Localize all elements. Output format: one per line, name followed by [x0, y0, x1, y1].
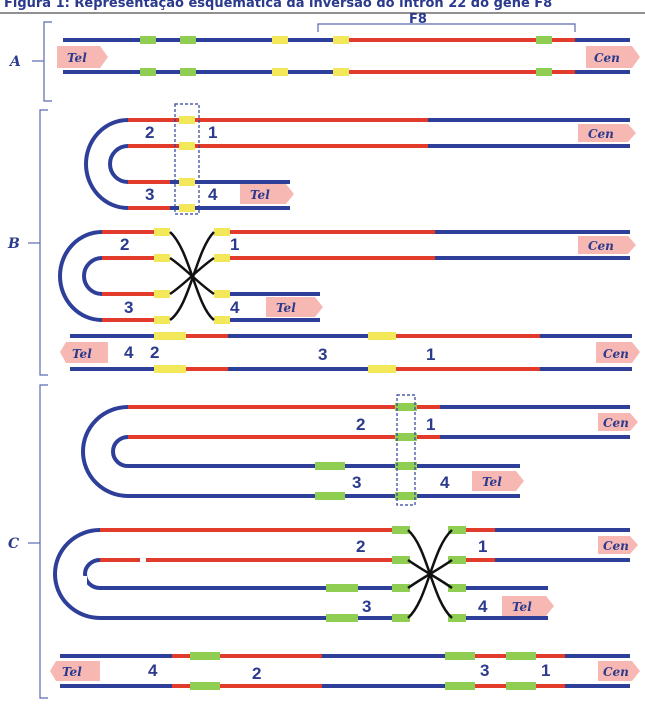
c1-pairing-box	[396, 394, 416, 506]
panel-b-bracket	[39, 109, 48, 376]
c2-centromere-cap	[598, 536, 638, 554]
telomere-cap-a	[57, 46, 108, 68]
b3-telomere-cap	[60, 342, 108, 363]
b1-centromere-cap	[578, 124, 636, 142]
chromosome-a-top	[63, 36, 630, 44]
b2-centromere-label: Cen	[588, 239, 614, 253]
c1-telomere-cap	[472, 471, 524, 491]
centromere-label-a: Cen	[594, 51, 620, 65]
b2-num-3: 3	[124, 298, 133, 317]
c1-folded-chromosome	[81, 403, 630, 500]
chromosome-a-bottom	[63, 68, 630, 76]
b1-pairing-box	[174, 103, 200, 215]
c3-inverted-chromosome	[60, 652, 630, 690]
c3-num-4: 4	[148, 661, 158, 680]
c3-centromere-label: Cen	[603, 665, 629, 679]
b3-num-3: 3	[318, 345, 327, 364]
c3-telomere-label: Tel	[62, 665, 82, 679]
c2-telomere-label: Tel	[512, 600, 532, 614]
f8-label: F8	[409, 12, 427, 27]
b1-num-3: 3	[145, 185, 154, 204]
figure-caption: Figura 1: Representação esquemática da i…	[4, 0, 552, 11]
b1-centromere-label: Cen	[588, 127, 614, 141]
f8-bracket	[317, 23, 576, 32]
b2-telomere-cap	[266, 297, 323, 317]
c1-num-2: 2	[356, 415, 365, 434]
b1-telomere-cap	[240, 184, 294, 204]
c3-num-2: 2	[252, 664, 261, 683]
b2-num-1: 1	[230, 235, 239, 254]
c3-num-1: 1	[541, 661, 550, 680]
c1-num-3: 3	[352, 473, 361, 492]
b1-num-2: 2	[145, 123, 154, 142]
telomere-label-a: Tel	[67, 51, 87, 65]
b2-num-4: 4	[230, 298, 240, 317]
c3-centromere-cap	[598, 661, 640, 681]
c2-num-3: 3	[362, 597, 371, 616]
c2-num-4: 4	[478, 597, 488, 616]
b2-centromere-cap	[578, 236, 636, 254]
b3-num-1: 1	[426, 345, 435, 364]
c2-telomere-cap	[502, 596, 554, 616]
b1-num-1: 1	[208, 123, 217, 142]
c1-centromere-label: Cen	[603, 416, 629, 430]
b1-num-4: 4	[208, 185, 218, 204]
c1-num-1: 1	[426, 415, 435, 434]
b3-num-4: 4	[124, 343, 134, 362]
c2-centromere-label: Cen	[603, 539, 629, 553]
b3-centromere-label: Cen	[603, 347, 629, 361]
c3-telomere-cap	[50, 661, 100, 681]
panel-c-label: C	[8, 536, 19, 552]
panel-c-bracket	[39, 384, 48, 699]
c1-telomere-label: Tel	[482, 475, 502, 489]
c2-num-2: 2	[356, 537, 365, 556]
b2-num-2: 2	[120, 235, 129, 254]
b2-telomere-label: Tel	[276, 301, 296, 315]
b1-folded-chromosome	[84, 116, 630, 212]
b2-crossover-chromosome	[58, 228, 630, 324]
c1-centromere-cap	[598, 413, 638, 431]
b3-telomere-label: Tel	[72, 347, 92, 361]
b3-centromere-cap	[596, 342, 640, 363]
c1-num-4: 4	[440, 473, 450, 492]
panel-a-label: A	[8, 54, 21, 70]
centromere-cap-a	[586, 46, 640, 68]
panel-a-bracket	[43, 21, 52, 102]
b1-telomere-label: Tel	[250, 188, 270, 202]
panel-b-label: B	[7, 236, 20, 252]
b3-inverted-chromosome	[70, 332, 632, 373]
c2-crossover-chromosome	[53, 526, 630, 622]
b3-num-2: 2	[150, 343, 159, 362]
c2-num-1: 1	[478, 537, 487, 556]
c3-num-3: 3	[480, 661, 489, 680]
